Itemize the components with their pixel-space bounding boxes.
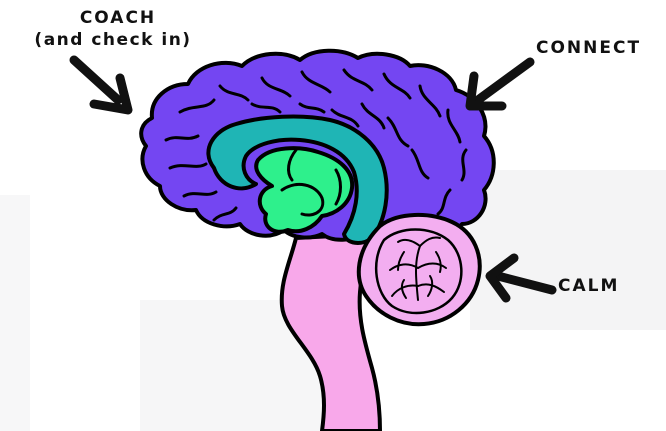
label-connect: CONNECT <box>536 38 664 59</box>
label-coach-subtitle: (and check in) <box>8 30 218 51</box>
label-calm: CALM <box>558 276 658 297</box>
arrow-calm <box>490 258 552 298</box>
label-coach: COACH <box>18 8 218 29</box>
arrow-coach <box>74 60 128 110</box>
arrow-connect <box>470 62 530 106</box>
